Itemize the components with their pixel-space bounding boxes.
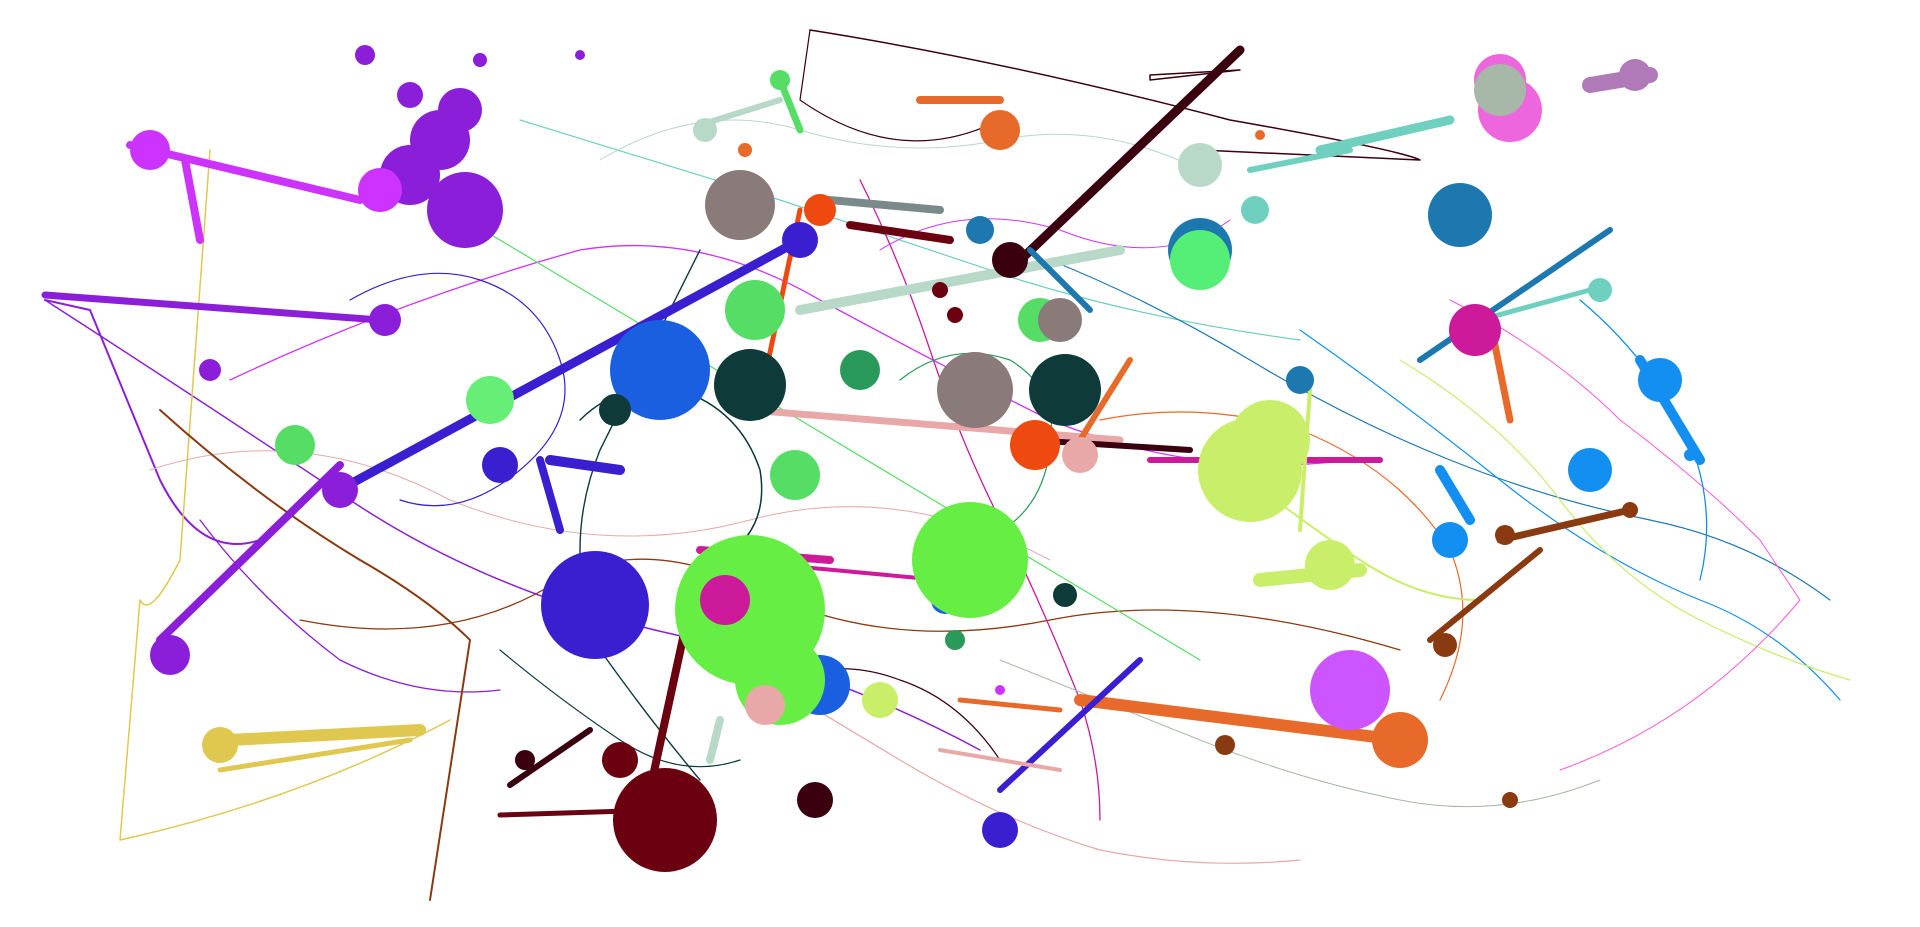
- paint-blobs: [130, 45, 1696, 872]
